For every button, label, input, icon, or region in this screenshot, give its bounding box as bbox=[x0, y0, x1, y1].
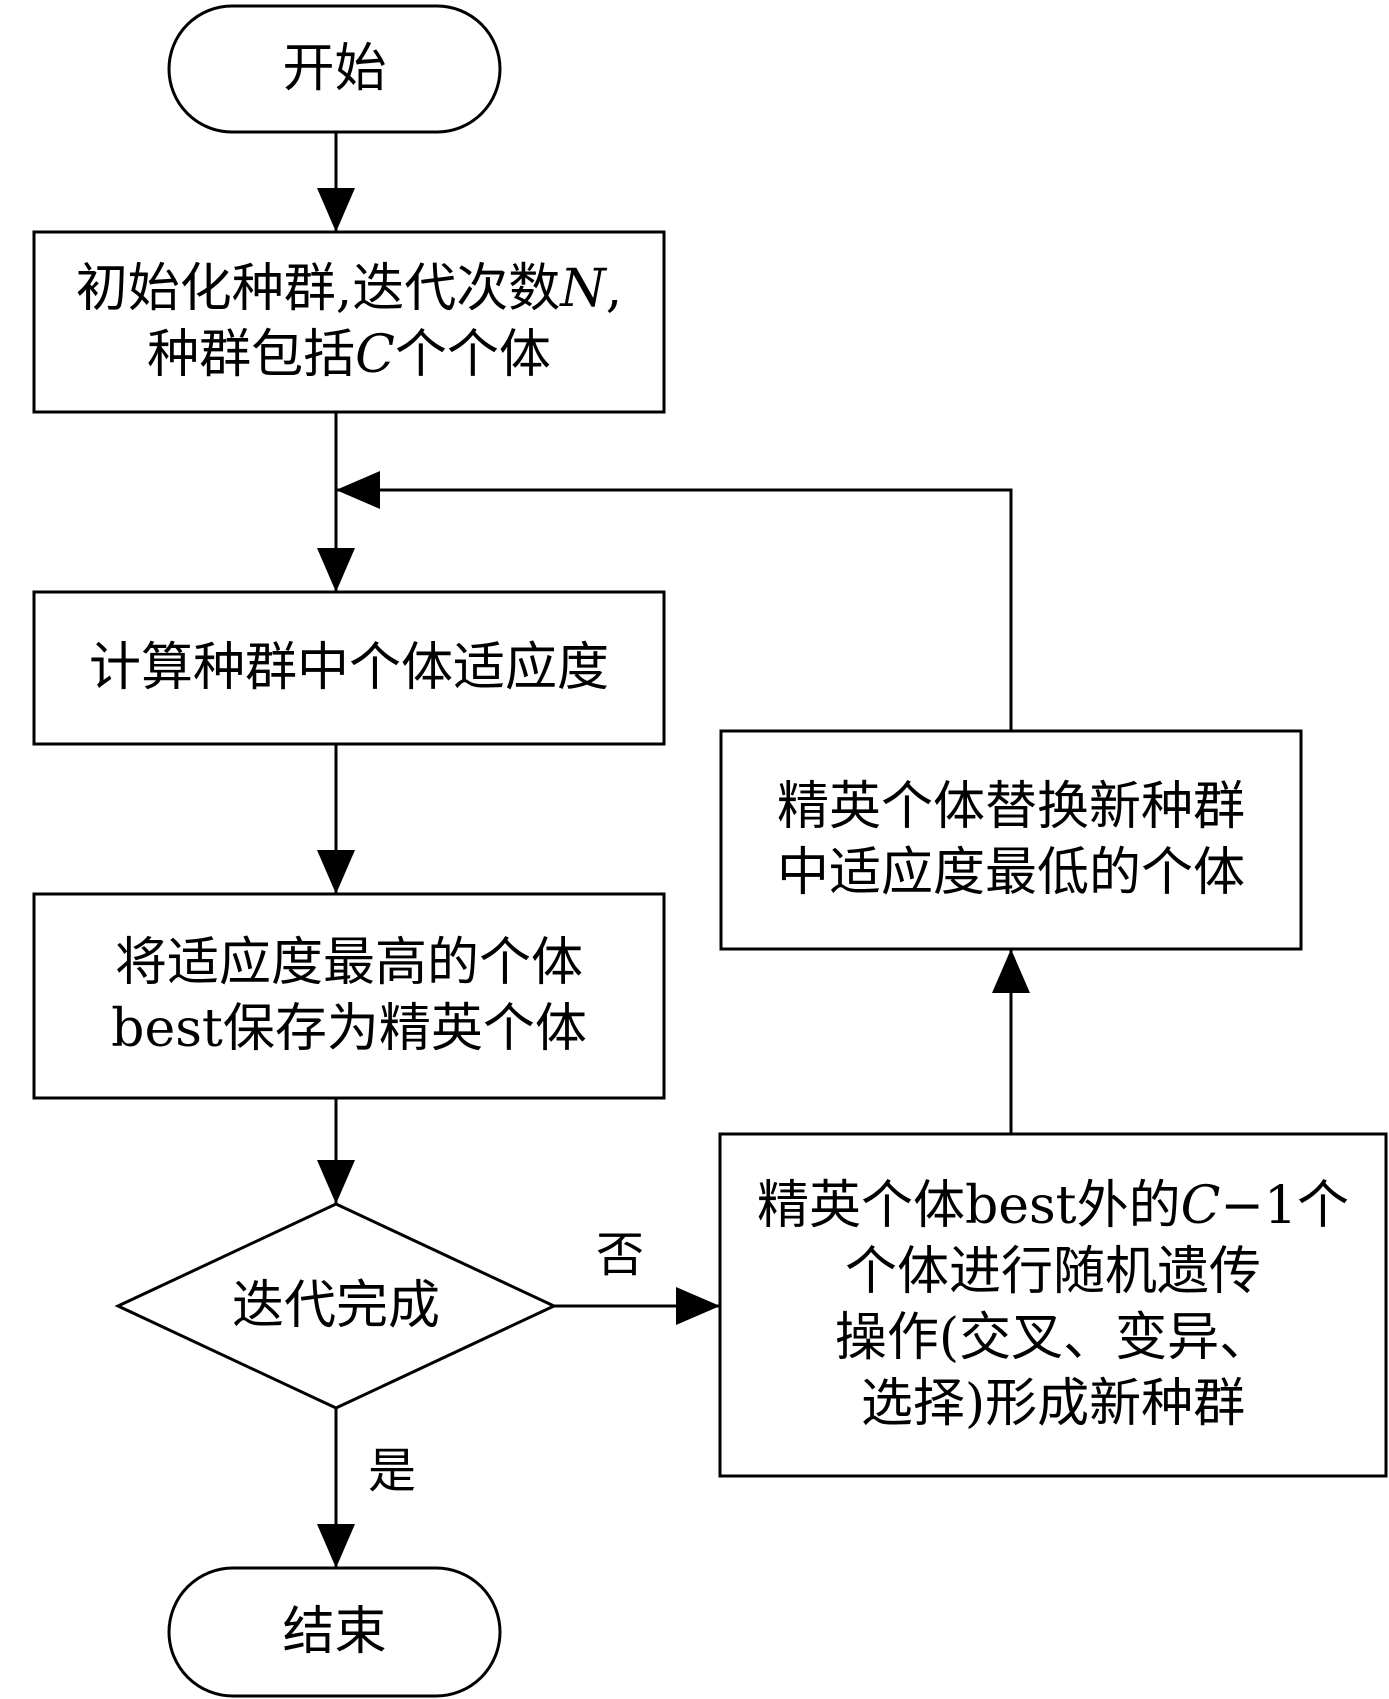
genetic-line-3: 操作(交叉、变异、 bbox=[834, 1308, 1272, 1368]
no-text: 否 bbox=[595, 1227, 644, 1283]
init-line-2: 种群包括C个个体 bbox=[147, 322, 551, 388]
init-line2-suffix: 个个体 bbox=[394, 325, 551, 385]
replace-label: 精英个体替换新种群 中适应度最低的个体 bbox=[721, 731, 1301, 949]
init-line-1: 初始化种群,迭代次数N, bbox=[76, 256, 623, 322]
replace-line-1: 精英个体替换新种群 bbox=[776, 777, 1245, 837]
init-line2-var: C bbox=[355, 325, 395, 385]
elite-save-line-2: best保存为精英个体 bbox=[111, 999, 587, 1059]
replace-line-2: 中适应度最低的个体 bbox=[776, 843, 1245, 903]
fitness-label: 计算种群中个体适应度 bbox=[34, 592, 664, 744]
elite-save-line-1: 将适应度最高的个体 bbox=[114, 933, 583, 993]
genetic-line1-suffix: −1个 bbox=[1220, 1176, 1350, 1236]
edge-label-yes: 是 bbox=[357, 1438, 427, 1504]
start-label: 开始 bbox=[169, 6, 500, 132]
genetic-ops-label: 精英个体best外的C−1个 个体进行随机遗传 操作(交叉、变异、 选择)形成新… bbox=[720, 1134, 1386, 1476]
connectors bbox=[317, 132, 1030, 1568]
init-line1-var: N bbox=[560, 259, 606, 319]
genetic-line-1: 精英个体best外的C−1个 bbox=[757, 1173, 1349, 1239]
end-label: 结束 bbox=[169, 1568, 500, 1696]
fitness-text: 计算种群中个体适应度 bbox=[88, 638, 609, 698]
genetic-line1-var: C bbox=[1180, 1176, 1221, 1236]
init-line1-prefix: 初始化种群,迭代次数 bbox=[75, 259, 561, 319]
decision-label: 迭代完成 bbox=[118, 1204, 554, 1408]
yes-text: 是 bbox=[367, 1443, 416, 1499]
genetic-ops-box bbox=[718, 1132, 1388, 1478]
init-line1-suffix: , bbox=[605, 259, 623, 319]
init-line2-prefix: 种群包括 bbox=[147, 325, 356, 385]
decision-text: 迭代完成 bbox=[231, 1276, 440, 1336]
elite-save-label: 将适应度最高的个体 best保存为精英个体 bbox=[34, 894, 664, 1098]
init-box bbox=[32, 230, 666, 414]
init-label: 初始化种群,迭代次数N, 种群包括C个个体 bbox=[34, 232, 664, 412]
edge-label-no: 否 bbox=[585, 1222, 655, 1288]
end-text: 结束 bbox=[282, 1602, 387, 1662]
elite-save-box bbox=[32, 892, 666, 1100]
loop-back-line bbox=[336, 471, 1013, 731]
start-text: 开始 bbox=[282, 39, 387, 99]
genetic-line-4: 选择)形成新种群 bbox=[860, 1374, 1246, 1434]
genetic-line1-prefix: 精英个体best外的 bbox=[756, 1176, 1181, 1236]
replace-box bbox=[719, 729, 1303, 951]
fitness-box bbox=[32, 590, 666, 746]
genetic-line-2: 个体进行随机遗传 bbox=[844, 1242, 1261, 1302]
